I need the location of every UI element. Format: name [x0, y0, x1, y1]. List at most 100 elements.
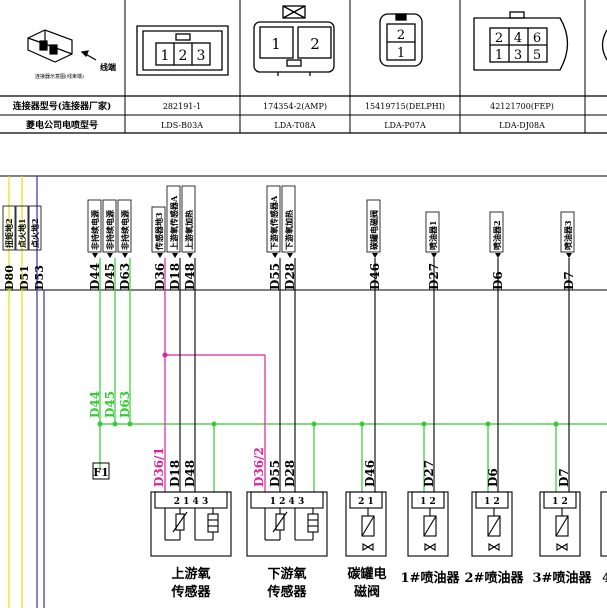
- connector-3-pin-2: 2: [397, 28, 405, 43]
- connector-1-pin-1: 1: [161, 48, 170, 64]
- connector-4-pin-1: 1: [495, 48, 503, 63]
- bus-top-labels: 非持续电源 非持续电源 非持续电源 传感器地3 上游氧传感器A 上游氧加热 下游…: [90, 195, 573, 251]
- comp-id-d48: D48: [183, 460, 197, 487]
- connector-4-model: 42121700(FEP): [490, 102, 554, 111]
- connector-5-drawing: [601, 29, 607, 61]
- connector-4-pin-3: 3: [514, 48, 522, 63]
- comp-id-d55: D55: [268, 460, 282, 487]
- injector-3: [539, 491, 581, 557]
- injector-3-name: 3#喷油器: [533, 570, 593, 586]
- upstream-o2-pins: 2 1 4 3: [174, 497, 208, 507]
- connector-4-pin-6: 6: [533, 31, 541, 46]
- connector-3-drawing: [379, 13, 423, 67]
- comp-id-d7: D7: [557, 468, 571, 487]
- connector-table: [0, 0, 607, 134]
- green-id-d44: D44: [88, 391, 102, 418]
- table-row1-label: 连接器型号(连接器厂家): [13, 100, 112, 112]
- left-ground-wires: [8, 176, 45, 608]
- injector-2-name: 2#喷油器: [465, 570, 525, 586]
- bus-label-d45: 非持续电源: [105, 210, 115, 250]
- comp-id-d18: D18: [168, 460, 182, 487]
- injector-1-pins: 1 2: [420, 497, 436, 507]
- connector-2-pin-1: 1: [271, 35, 281, 53]
- comp-id-d6: D6: [486, 468, 500, 487]
- bus-label-d28: 下游氧加热: [284, 210, 294, 250]
- magenta-sensor-ground: [164, 258, 266, 492]
- left-label-1: 扭矩地2: [4, 218, 14, 248]
- left-label-3: 点火地2: [30, 218, 40, 248]
- injector-4-name: 4: [602, 571, 607, 586]
- connector-4-drawing: [473, 11, 569, 71]
- bus-id-d28: D28: [283, 263, 297, 290]
- connector-1-ld: LDS-B03A: [161, 121, 203, 130]
- left-label-boxes: [2, 205, 42, 251]
- connector-3-pin-1: 1: [397, 46, 405, 61]
- bus-wire-ids: D44 D45 D63 D36 D18 D48 D55 D28 D46 D27 …: [88, 263, 576, 290]
- injector-2-pins: 1 2: [484, 497, 500, 507]
- bus-label-d63: 非持续电源: [120, 210, 130, 250]
- bus-label-boxes: [87, 185, 575, 253]
- connector-2-pin-2: 2: [310, 35, 320, 53]
- bus-id-d36: D36: [153, 263, 167, 290]
- green-id-d45: D45: [103, 391, 117, 418]
- canister-name-1: 碳罐电: [347, 566, 386, 582]
- bus-label-d36: 传感器地3: [154, 212, 164, 251]
- upstream-o2-name-2: 传感器: [170, 584, 211, 600]
- green-power-wires: [99, 258, 607, 492]
- legend-caption: 连接器示意图(线束端): [35, 73, 84, 80]
- connector-4-pin-5: 5: [533, 48, 541, 63]
- connector-2-drawing: [253, 5, 335, 76]
- connector-2-model: 174354-2(AMP): [263, 102, 327, 111]
- green-junction-dots: [97, 421, 559, 427]
- green-wire-ids: D44 D45 D63: [88, 391, 132, 418]
- canister-name-2: 磁阀: [354, 584, 380, 600]
- bus-label-d27: 喷油器1: [428, 220, 438, 250]
- downstream-o2-name-1: 下游氧: [267, 566, 306, 582]
- connector-3-model: 15419715(DELPHI): [365, 102, 445, 111]
- connector-3-ld: LDA-P07A: [384, 121, 426, 130]
- table-row2-label: 菱电公司电喷型号: [26, 119, 98, 131]
- bus-id-d63: D63: [118, 263, 132, 290]
- left-wire-d80: D80: [3, 265, 16, 290]
- connector-4-pin-4: 4: [514, 31, 522, 46]
- bus-id-d45: D45: [103, 263, 117, 290]
- upstream-o2-name-1: 上游氧: [171, 566, 210, 582]
- connector-1-pin-2: 2: [179, 48, 188, 64]
- bus-label-d46: 碳罐电磁阀: [369, 210, 379, 250]
- canister-pins: 2 1: [358, 497, 374, 507]
- bus-label-d18: 上游氧传感器A: [169, 195, 179, 250]
- bus-label-d6: 喷油器2: [492, 220, 502, 250]
- downstream-o2-pins: 1 2 4 3: [270, 497, 304, 507]
- bus-id-d18: D18: [168, 263, 182, 290]
- injector-4-partial: [600, 491, 607, 557]
- ecu-bus-band: [0, 175, 607, 291]
- injector-2: [471, 491, 513, 557]
- injector-1-name: 1#喷油器: [401, 570, 461, 586]
- fuse-f1-label: F1: [93, 466, 108, 479]
- connector-2-ld: LDA-T08A: [274, 121, 315, 130]
- bus-label-d44: 非持续电源: [90, 210, 100, 250]
- bus-id-d48: D48: [183, 263, 197, 290]
- canister-solenoid-valve: [345, 491, 387, 557]
- comp-id-d36-2: D36/2: [252, 447, 266, 487]
- left-wire-d51: D51: [18, 265, 31, 290]
- bus-id-d44: D44: [88, 263, 102, 290]
- legend-note: 线端: [100, 62, 116, 72]
- injector-3-pins: 1 2: [552, 497, 568, 507]
- bus-label-d7: 喷油器3: [563, 220, 573, 250]
- injector-1: [407, 491, 449, 557]
- downstream-o2-sensor: [246, 491, 328, 557]
- upstream-o2-sensor: [150, 491, 232, 557]
- component-wire-ids: D36/1 D18 D48 D36/2 D55 D28 D46 D27 D6 D…: [152, 447, 571, 487]
- connector-1-drawing: [136, 25, 229, 76]
- comp-id-d46: D46: [363, 460, 377, 487]
- connector-1-pin-3: 3: [197, 48, 206, 64]
- comp-id-d27: D27: [422, 460, 436, 487]
- left-wire-d53: D53: [33, 265, 46, 290]
- connector-legend-drawing: [27, 29, 97, 63]
- green-id-d63: D63: [118, 391, 132, 418]
- bus-label-d48: 上游氧加热: [184, 210, 194, 250]
- connector-4-pin-2: 2: [495, 31, 503, 46]
- downstream-o2-name-2: 传感器: [266, 584, 307, 600]
